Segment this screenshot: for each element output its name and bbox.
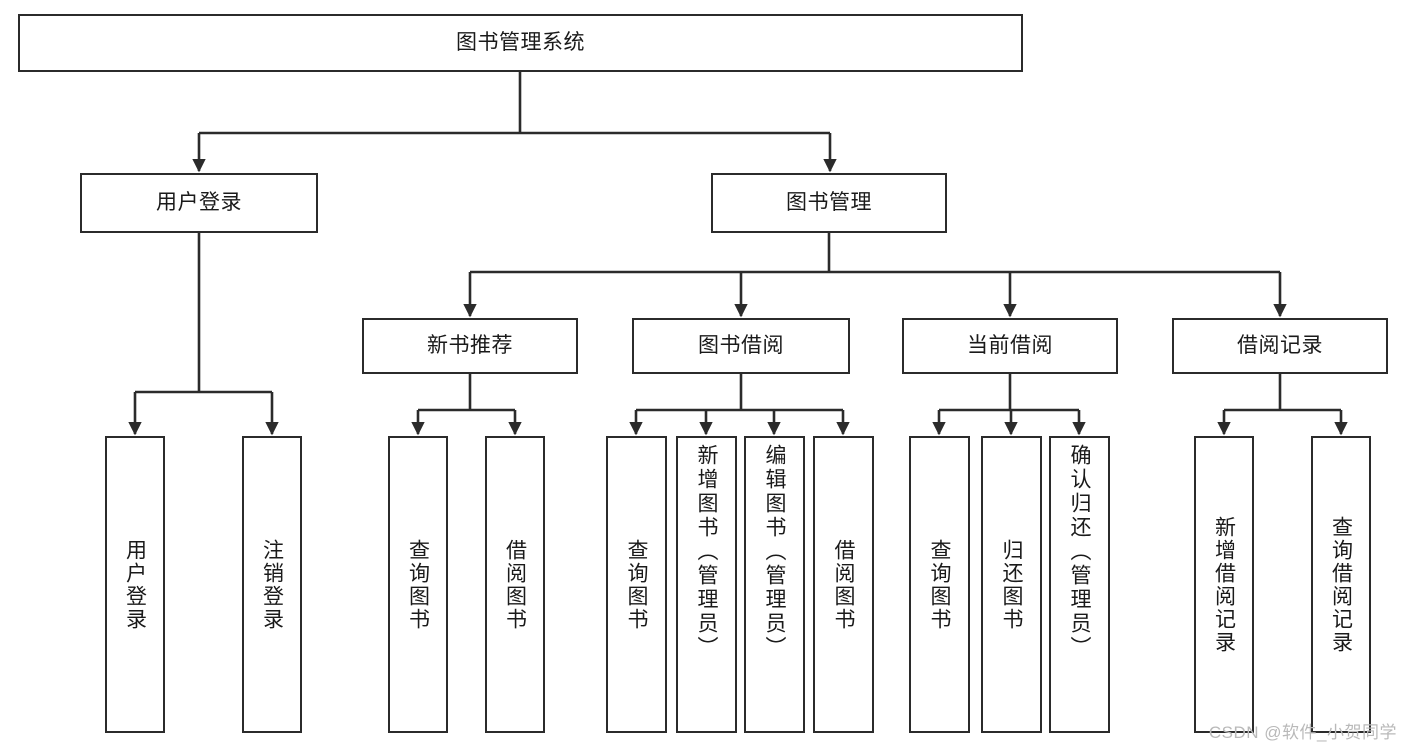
node-leaf-borrow-book-2[interactable]: 借阅图书 (813, 436, 874, 733)
node-new-book-rec-label: 新书推荐 (427, 334, 513, 358)
node-user-login-label: 用户登录 (156, 191, 242, 215)
node-leaf-borrow-book-2-label: 借阅图书 (832, 538, 855, 631)
node-book-manage[interactable]: 图书管理 (711, 173, 947, 233)
node-leaf-return-book-label: 归还图书 (1000, 538, 1023, 631)
node-borrow-record[interactable]: 借阅记录 (1172, 318, 1388, 374)
node-leaf-edit-book-label: 编辑图书（管理员） (763, 444, 786, 660)
node-leaf-confirm-return-label: 确认归还（管理员） (1068, 444, 1091, 660)
node-book-borrow-label: 图书借阅 (698, 334, 784, 358)
node-leaf-add-book[interactable]: 新增图书（管理员） (676, 436, 737, 733)
node-leaf-user-login[interactable]: 用户登录 (105, 436, 165, 733)
node-leaf-query-record[interactable]: 查询借阅记录 (1311, 436, 1371, 733)
node-user-login[interactable]: 用户登录 (80, 173, 318, 233)
node-leaf-add-record-label: 新增借阅记录 (1212, 515, 1236, 654)
node-leaf-user-login-label: 用户登录 (123, 538, 147, 631)
node-leaf-add-book-label: 新增图书（管理员） (695, 444, 718, 660)
node-leaf-confirm-return[interactable]: 确认归还（管理员） (1049, 436, 1110, 733)
node-leaf-edit-book[interactable]: 编辑图书（管理员） (744, 436, 805, 733)
node-current-borrow-label: 当前借阅 (967, 334, 1053, 358)
node-leaf-query-book-1-label: 查询图书 (406, 538, 430, 631)
node-current-borrow[interactable]: 当前借阅 (902, 318, 1118, 374)
node-leaf-query-book-2[interactable]: 查询图书 (606, 436, 667, 733)
node-leaf-return-book[interactable]: 归还图书 (981, 436, 1042, 733)
node-leaf-user-logout[interactable]: 注销登录 (242, 436, 302, 733)
node-leaf-query-book-2-label: 查询图书 (625, 538, 648, 631)
node-book-borrow[interactable]: 图书借阅 (632, 318, 850, 374)
node-leaf-borrow-book-1-label: 借阅图书 (503, 538, 527, 631)
node-leaf-query-book-1[interactable]: 查询图书 (388, 436, 448, 733)
node-leaf-user-logout-label: 注销登录 (260, 538, 284, 631)
watermark: CSDN @软件_小贺同学 (1208, 723, 1397, 742)
node-new-book-rec[interactable]: 新书推荐 (362, 318, 578, 374)
node-leaf-query-book-3-label: 查询图书 (928, 538, 951, 631)
node-book-manage-label: 图书管理 (786, 191, 872, 215)
node-leaf-query-record-label: 查询借阅记录 (1329, 515, 1353, 654)
node-root[interactable]: 图书管理系统 (18, 14, 1023, 72)
node-leaf-add-record[interactable]: 新增借阅记录 (1194, 436, 1254, 733)
node-leaf-query-book-3[interactable]: 查询图书 (909, 436, 970, 733)
node-root-label: 图书管理系统 (456, 31, 585, 55)
node-borrow-record-label: 借阅记录 (1237, 334, 1323, 358)
node-leaf-borrow-book-1[interactable]: 借阅图书 (485, 436, 545, 733)
